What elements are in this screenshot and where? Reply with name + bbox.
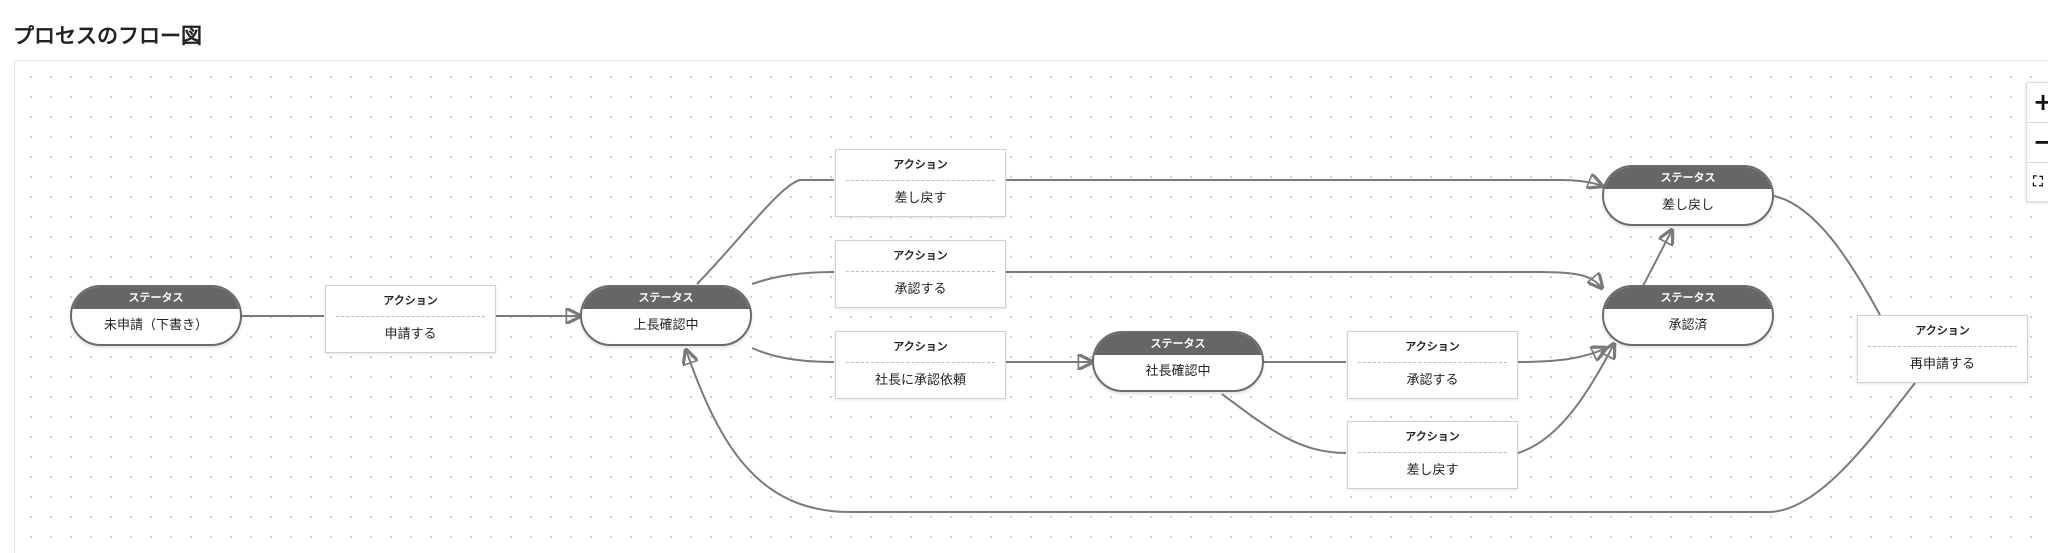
action-header: アクション — [1358, 422, 1507, 453]
status-header: ステータス — [1094, 333, 1262, 355]
action-label: 差し戻す — [894, 191, 947, 206]
action-label: 承認する — [894, 282, 947, 297]
fit-view-button[interactable]: ⛶ — [2033, 174, 2043, 190]
action-label: 社長に承認依頼 — [874, 373, 966, 388]
action-label: 申請する — [384, 327, 437, 342]
zoom-in-button[interactable]: + — [2027, 83, 2048, 123]
status-node-draft[interactable]: ステータス 未申請（下書き） — [70, 285, 242, 346]
action-node-request-president[interactable]: アクション 社長に承認依頼 — [835, 331, 1006, 399]
zoom-out-button[interactable]: − — [2027, 123, 2048, 163]
status-node-manager-review[interactable]: ステータス 上長確認中 — [580, 285, 752, 346]
action-header: アクション — [1868, 316, 2017, 347]
action-node-return-1[interactable]: アクション 差し戻す — [835, 149, 1006, 217]
action-header: アクション — [846, 150, 995, 181]
status-label: 社長確認中 — [1145, 364, 1211, 379]
action-node-approve-1[interactable]: アクション 承認する — [835, 240, 1006, 308]
status-header: ステータス — [1604, 167, 1772, 189]
action-node-reapply[interactable]: アクション 再申請する — [1857, 315, 2028, 383]
page-title: プロセスのフロー図 — [13, 24, 202, 48]
action-label: 承認する — [1406, 373, 1459, 388]
status-label: 承認済 — [1668, 318, 1708, 333]
action-header: アクション — [846, 332, 995, 363]
action-header: アクション — [846, 241, 995, 272]
status-header: ステータス — [582, 287, 750, 309]
action-node-apply[interactable]: アクション 申請する — [325, 285, 496, 353]
action-label: 再申請する — [1909, 357, 1975, 372]
action-header: アクション — [336, 286, 485, 317]
status-label: 未申請（下書き） — [103, 318, 208, 333]
status-node-approved[interactable]: ステータス 承認済 — [1602, 285, 1774, 346]
status-node-returned[interactable]: ステータス 差し戻し — [1602, 165, 1774, 226]
zoom-controls: + − ⛶ — [2026, 82, 2048, 202]
status-label: 差し戻し — [1661, 198, 1714, 213]
status-header: ステータス — [72, 287, 240, 309]
status-header: ステータス — [1604, 287, 1772, 309]
action-node-approve-2[interactable]: アクション 承認する — [1347, 331, 1518, 399]
action-header: アクション — [1358, 332, 1507, 363]
action-label: 差し戻す — [1406, 463, 1459, 478]
status-label: 上長確認中 — [633, 318, 699, 333]
action-node-return-2[interactable]: アクション 差し戻す — [1347, 421, 1518, 489]
status-node-president-review[interactable]: ステータス 社長確認中 — [1092, 331, 1264, 392]
